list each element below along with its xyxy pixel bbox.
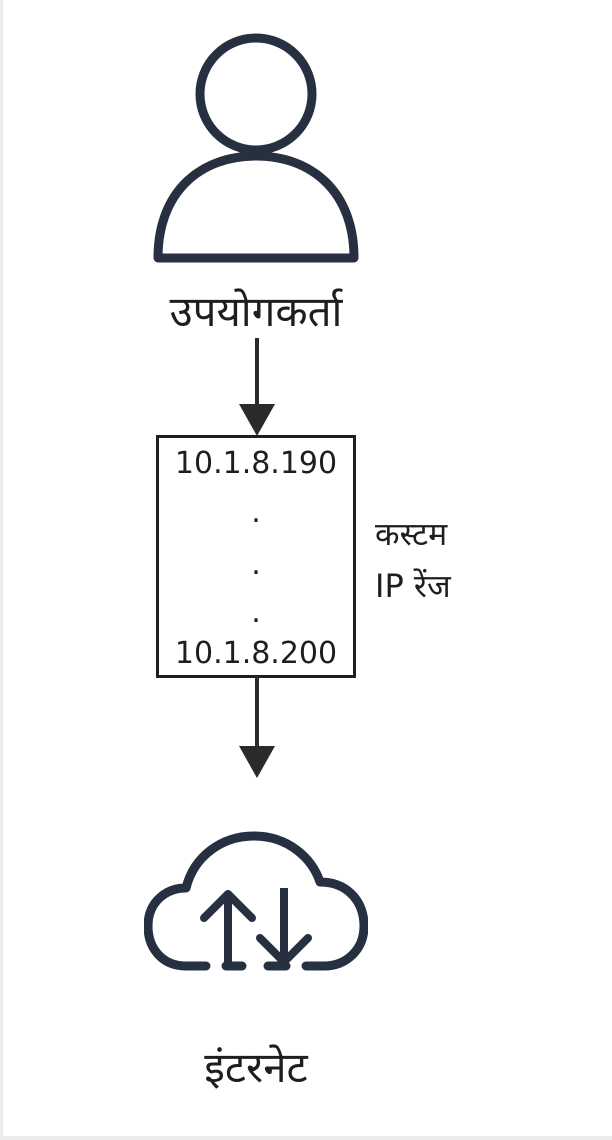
arrow-ip-range-to-internet [239,676,275,778]
cloud-upload-download-icon [144,831,368,971]
custom-ip-range-label: कस्टम IP रेंज [375,508,575,612]
ip-range-end: 10.1.8.200 [174,636,338,671]
bottom-border [0,1136,612,1140]
user-label: उपयोगकर्ता [169,287,343,336]
arrow-user-to-ip-range [239,338,275,436]
custom-ip-range-label-line-2: IP रेंज [375,567,451,605]
user-icon [153,33,359,263]
ip-range-box: 10.1.8.190 . . . 10.1.8.200 [156,435,356,678]
ip-range-ellipsis-dot: . [251,595,261,630]
ip-range-ellipsis-dot: . [251,495,261,530]
ip-range-start: 10.1.8.190 [174,446,338,481]
internet-label: इंटरनेट [204,1043,308,1092]
left-border [0,0,3,1140]
custom-ip-range-label-line-1: कस्टम [375,515,448,553]
ip-range-ellipsis-dot: . [251,547,261,582]
